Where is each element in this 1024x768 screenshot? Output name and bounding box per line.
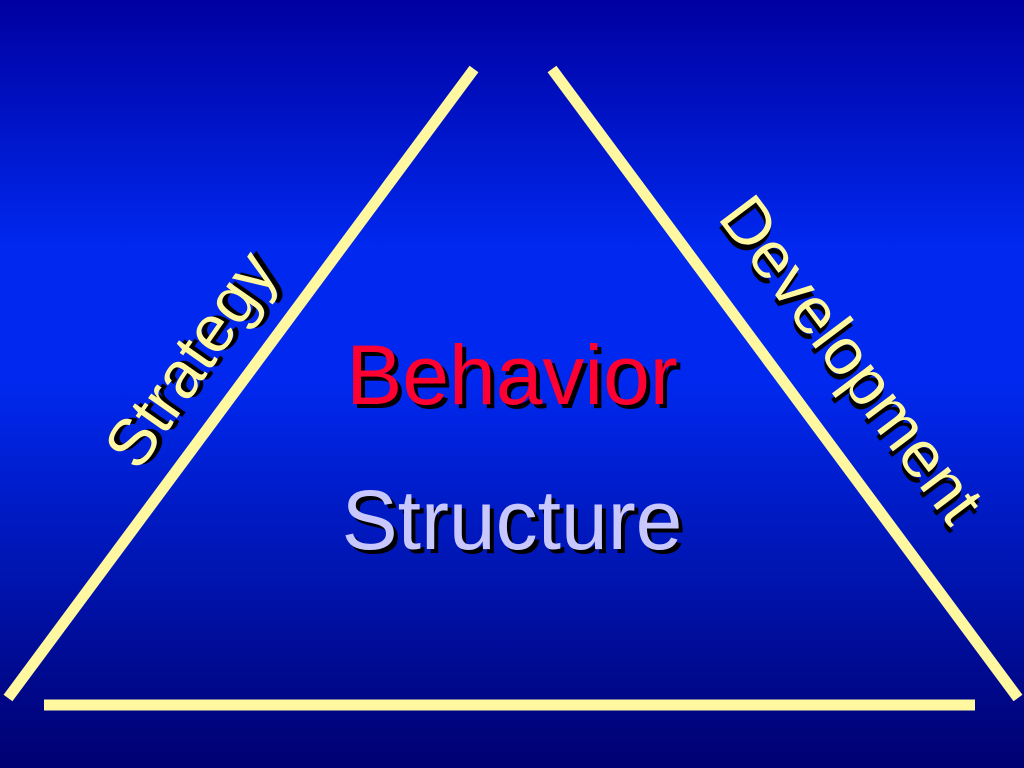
right-side-line — [547, 65, 1023, 702]
behavior-label: Behavior — [346, 328, 678, 422]
left-side-line — [3, 65, 479, 702]
structure-label: Structure — [341, 473, 683, 567]
